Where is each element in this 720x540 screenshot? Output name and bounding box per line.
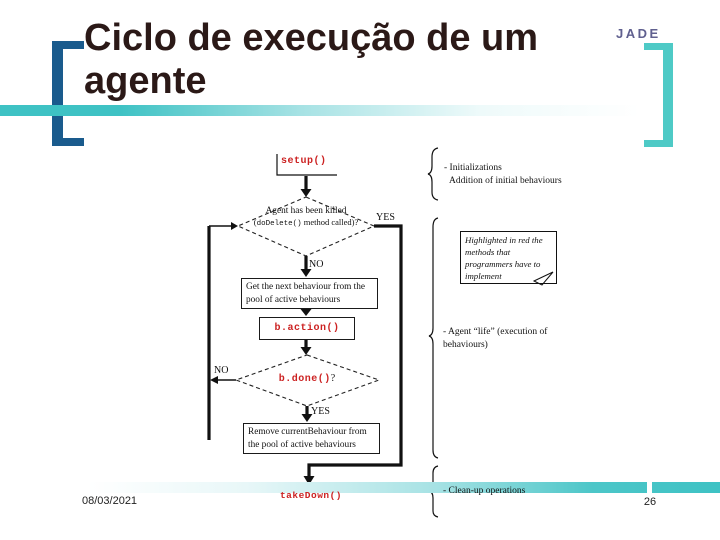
agent-life-line2: behaviours) [443,339,488,350]
label-yes-killed: YES [376,212,395,223]
annotation-initializations-line2: Addition of initial behaviours [449,176,562,186]
slide-date: 08/03/2021 [82,495,138,507]
footer-bar-gap [647,481,652,494]
node-setup: setup() [281,156,327,167]
label-yes-done: YES [311,406,330,417]
method-called-text: method called)? [301,217,359,227]
node-takedown: takeDown() [279,490,342,501]
get-behaviour-line2: pool of active behaviours [246,294,341,305]
decision-agent-killed-line2: (doDelete() method called)? [240,217,372,230]
get-behaviour-line1: Get the next behaviour from the [246,282,366,292]
annotation-callout-red-methods: Highlighted in red the methods that prog… [460,231,557,284]
node-remove-behaviour: Remove currentBehaviour from the pool of… [243,423,380,454]
node-get-behaviour: Get the next behaviour from the pool of … [241,278,378,309]
title-underline-bar [0,105,660,116]
callout-line3: programmers have to [465,259,541,269]
node-b-action: b.action() [259,317,355,340]
bdone-code: b.done() [278,374,331,385]
callout-line4: implement [465,271,502,281]
decision-agent-killed-line1: Agent has been killed [265,206,347,216]
agent-life-line1: - Agent “life” (execution of [443,327,548,337]
callout-line2: methods that [465,247,511,257]
left-bracket-decoration [52,41,84,146]
slide-title: Ciclo de execução de um agente [84,17,539,102]
annotation-agent-life: - Agent “life” (execution of behaviours) [443,326,553,351]
label-no-done: NO [214,365,229,376]
annotation-cleanup: - Clean-up operations [443,486,526,496]
decision-agent-killed: Agent has been killed (doDelete() method… [240,206,372,230]
label-no-killed: NO [309,259,324,270]
annotation-initializations-line1: - Initializations [444,163,502,173]
remove-behaviour-line2: the pool of active behaviours [248,439,356,450]
right-bracket-decoration [644,43,673,147]
decision-b-done: b.done()? [247,373,367,385]
page-number: 26 [643,496,657,508]
callout-line1: Highlighted in red the [465,235,543,245]
jade-logo: JADE [616,26,661,41]
remove-behaviour-line1: Remove currentBehaviour from [248,427,367,437]
bdone-question-mark: ? [330,373,336,384]
footer-bar [88,482,720,493]
dodelete-code: doDelete() [256,220,302,228]
